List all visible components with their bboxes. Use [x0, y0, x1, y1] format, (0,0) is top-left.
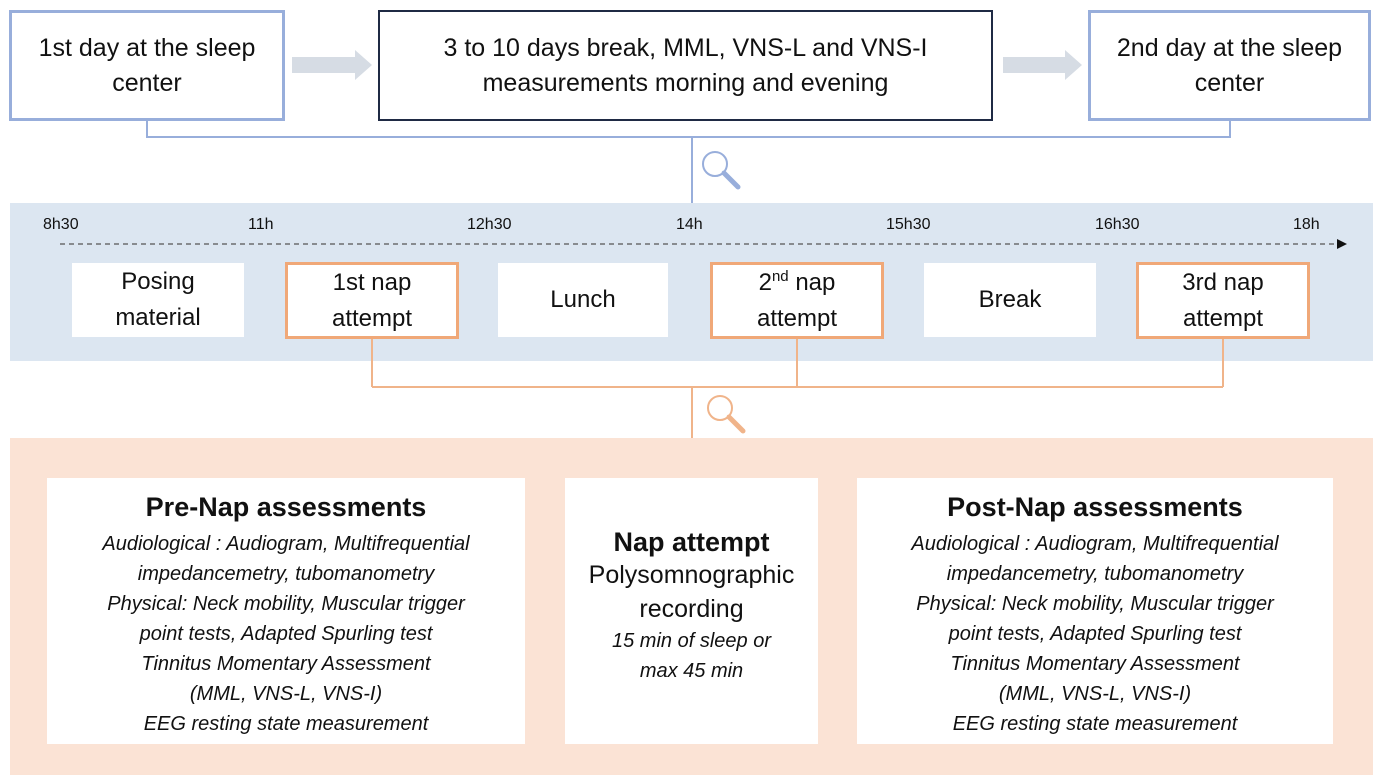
- time-label: 11h: [248, 216, 274, 233]
- nap2-word: nap: [788, 268, 836, 296]
- nap2-box: 2nd nap attempt: [710, 262, 884, 339]
- post-nap-line: point tests, Adapted Spurling test: [948, 623, 1242, 645]
- nap-attempt-duration: max 45 min: [639, 660, 744, 682]
- pre-nap-line: Audiological : Audiogram, Multifrequenti…: [102, 533, 470, 555]
- nap-attempt-panel: Nap attempt Polysomnographic recording 1…: [565, 478, 818, 744]
- nap2-line1: 2nd nap: [759, 265, 836, 301]
- time-label: 16h30: [1095, 216, 1140, 233]
- lunch-label: Lunch: [550, 286, 616, 313]
- post-nap-line: Tinnitus Momentary Assessment: [950, 653, 1240, 675]
- pre-nap-title: Pre-Nap assessments: [145, 492, 427, 522]
- day1-label: 1st day at the sleep center: [38, 33, 256, 97]
- post-nap-line: Audiological : Audiogram, Multifrequenti…: [911, 533, 1279, 555]
- break-activity-label: Break: [978, 286, 1042, 313]
- nap-attempt-line: recording: [639, 595, 744, 623]
- timeline-arrowhead: [1337, 239, 1347, 249]
- time-label: 14h: [676, 216, 703, 233]
- top-bracket: [146, 120, 1231, 138]
- right-arrow-1: [292, 50, 372, 80]
- time-label: 15h30: [886, 216, 931, 233]
- nap2-line2: attempt: [756, 304, 838, 332]
- right-arrow-2: [1003, 50, 1082, 80]
- post-nap-line: Physical: Neck mobility, Muscular trigge…: [916, 593, 1274, 615]
- pre-nap-line: EEG resting state measurement: [143, 713, 429, 735]
- magnifier-icon-orange: [707, 395, 746, 434]
- day2-box: 2nd day at the sleep center: [1088, 10, 1371, 121]
- pre-nap-line: (MML, VNS-L, VNS-I): [189, 683, 383, 705]
- post-nap-title: Post-Nap assessments: [947, 492, 1243, 522]
- lunch-box: Lunch: [498, 263, 668, 337]
- break-box: 3 to 10 days break, MML, VNS-L and VNS-I…: [378, 10, 993, 121]
- nap3-label: 3rd nap attempt: [1182, 268, 1264, 332]
- break-activity-box: Break: [924, 263, 1096, 337]
- pre-nap-panel: Pre-Nap assessments Audiological : Audio…: [47, 478, 525, 744]
- magnifier-icon-blue: [702, 151, 741, 190]
- nap3-box: 3rd nap attempt: [1136, 262, 1310, 339]
- nap-attempt-title: Nap attempt: [613, 527, 770, 557]
- nap2-number: 2: [758, 268, 772, 296]
- posing-material-label: Posing material: [115, 268, 201, 331]
- time-label: 8h30: [43, 216, 79, 233]
- nap-attempt-line: Polysomnographic: [588, 561, 795, 589]
- break-line1: 3 to 10 days break, MML, VNS-L and VNS-I: [443, 33, 928, 62]
- post-nap-panel: Post-Nap assessments Audiological : Audi…: [857, 478, 1333, 744]
- time-label: 12h30: [467, 216, 512, 233]
- nap2-superscript: nd: [771, 267, 789, 285]
- post-nap-line: impedancemetry, tubomanometry: [946, 563, 1244, 585]
- post-nap-line: (MML, VNS-L, VNS-I): [998, 683, 1192, 705]
- day2-label: 2nd day at the sleep center: [1116, 33, 1343, 97]
- nap1-label: 1st nap attempt: [331, 268, 413, 332]
- pre-nap-line: impedancemetry, tubomanometry: [137, 563, 435, 585]
- post-nap-line: EEG resting state measurement: [952, 713, 1238, 735]
- nap1-box: 1st nap attempt: [285, 262, 459, 339]
- nap-attempt-duration: 15 min of sleep or: [612, 630, 771, 652]
- break-line2: measurements morning and evening: [482, 68, 889, 97]
- pre-nap-line: point tests, Adapted Spurling test: [139, 623, 433, 645]
- time-label: 18h: [1293, 216, 1320, 233]
- day1-box: 1st day at the sleep center: [9, 10, 285, 121]
- pre-nap-line: Physical: Neck mobility, Muscular trigge…: [107, 593, 465, 615]
- posing-material-box: Posing material: [72, 263, 244, 337]
- pre-nap-line: Tinnitus Momentary Assessment: [141, 653, 431, 675]
